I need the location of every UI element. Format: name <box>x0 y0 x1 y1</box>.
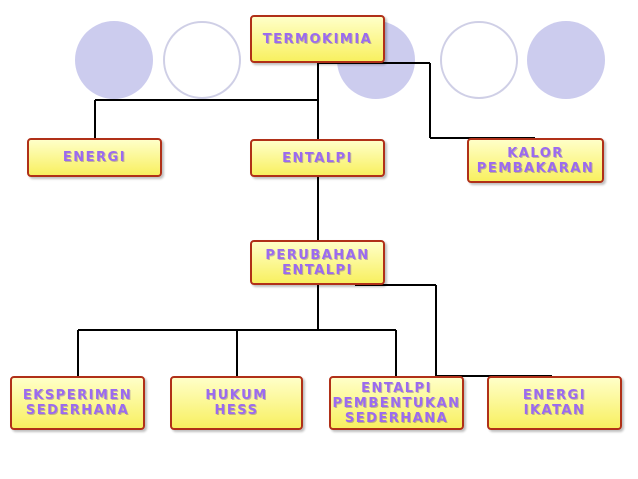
decorative-circle <box>163 21 241 99</box>
decorative-circle <box>527 21 605 99</box>
decorative-circle <box>440 21 518 99</box>
node-eksperimen-sederhana: EKSPERIMEN SEDERHANA <box>10 376 145 430</box>
node-termokimia: TERMOKIMIA <box>250 15 385 63</box>
node-hukum-hess: HUKUM HESS <box>170 376 303 430</box>
node-energi-ikatan: ENERGI IKATAN <box>487 376 622 430</box>
node-perubahan-entalpi: PERUBAHAN ENTALPI <box>250 240 385 285</box>
node-entalpi-pembentukan-sederhana: ENTALPI PEMBENTUKAN SEDERHANA <box>329 376 464 430</box>
node-kalor-pembakaran: KALOR PEMBAKARAN <box>467 138 604 183</box>
node-energi: ENERGI <box>27 138 162 177</box>
node-entalpi: ENTALPI <box>250 139 385 177</box>
decorative-circle <box>75 21 153 99</box>
